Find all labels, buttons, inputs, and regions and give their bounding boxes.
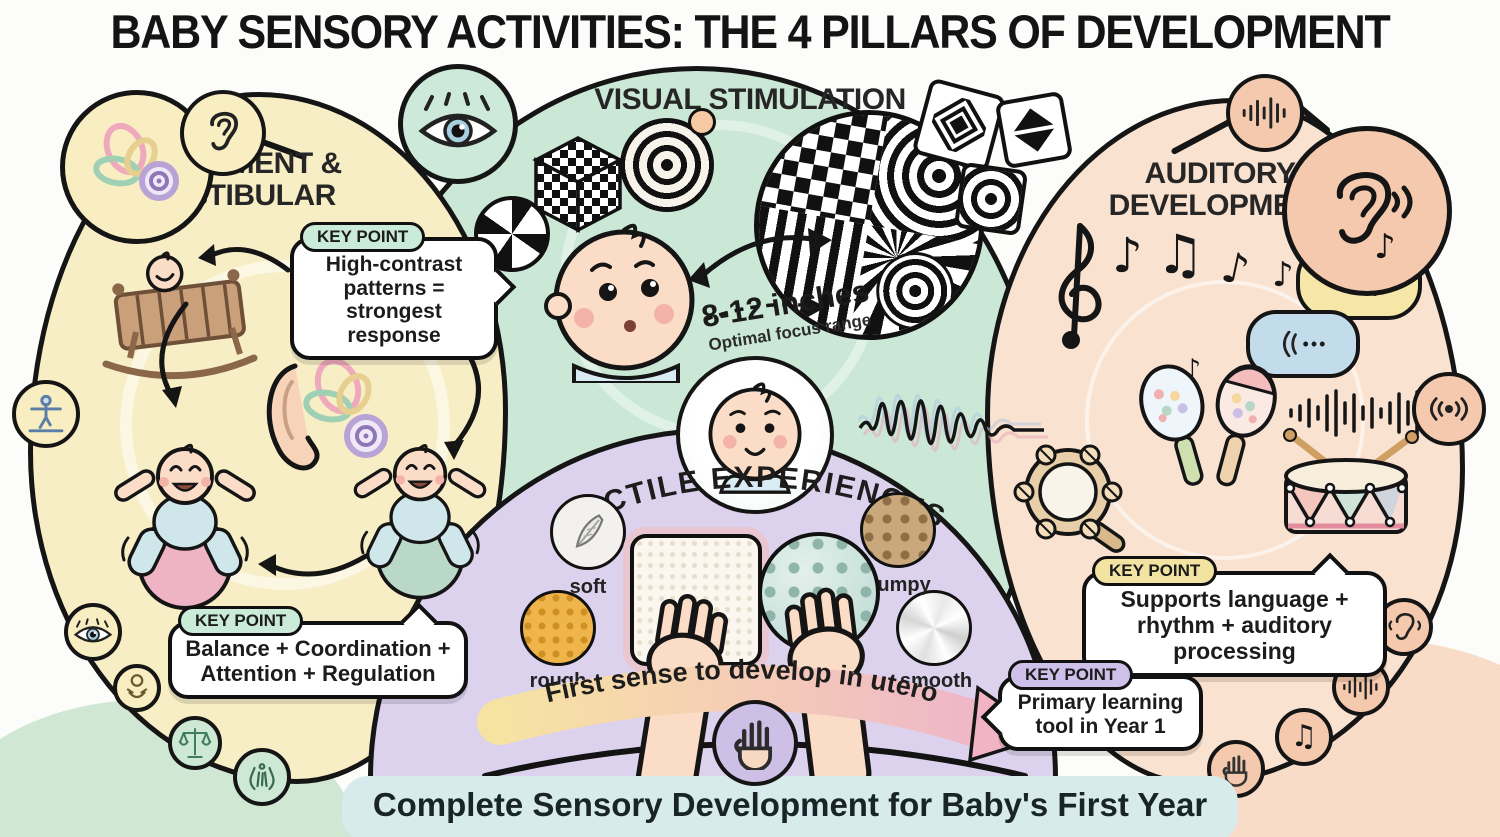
music-note-badge: ♫ bbox=[1275, 708, 1333, 766]
focus-double-arrow bbox=[688, 228, 832, 322]
pattern-card-diamond bbox=[911, 77, 1007, 173]
svg-text:♪: ♪ bbox=[1374, 227, 1396, 266]
balance-beam-badge bbox=[12, 380, 80, 448]
music-note: ♪ bbox=[1272, 255, 1294, 295]
center-baby-circle bbox=[676, 356, 834, 514]
pattern-card-rings bbox=[953, 161, 1029, 237]
center-baby-face bbox=[708, 382, 802, 494]
inner-ear-icon bbox=[93, 123, 179, 201]
waveform-icon bbox=[1343, 674, 1378, 700]
rough-texture-circle bbox=[520, 590, 596, 666]
tactile-key-point-badge: KEY POINT bbox=[1008, 660, 1134, 690]
rattle-knob bbox=[688, 108, 716, 136]
ear-music-icon: ♪ bbox=[1336, 172, 1413, 266]
scales-badge bbox=[168, 716, 222, 770]
hands-icon bbox=[249, 763, 275, 791]
ear-icon bbox=[210, 112, 238, 151]
checkered-cube-icon bbox=[532, 136, 624, 233]
pattern-card-triangles bbox=[994, 90, 1074, 170]
texture-label-soft: soft bbox=[569, 576, 607, 598]
music-note: ♫ bbox=[1290, 719, 1318, 754]
hand-icon bbox=[1222, 755, 1248, 787]
baby-icon bbox=[126, 674, 148, 699]
smooth-texture-circle bbox=[896, 590, 972, 666]
movement-key-point: KEY POINT Balance + Coordination + Atten… bbox=[168, 602, 468, 700]
waveform-badge-top bbox=[1226, 74, 1304, 152]
curved-arrow-bottom bbox=[258, 553, 369, 577]
eye-icon bbox=[418, 92, 498, 148]
texture-label-bumpy: bumpy bbox=[865, 574, 931, 596]
ear-badge-movement bbox=[180, 90, 266, 176]
visual-key-point-badge: KEY POINT bbox=[300, 222, 426, 252]
ear-badge-auditory: ♪ bbox=[1282, 126, 1452, 296]
sound-wave-squiggle bbox=[858, 393, 1048, 452]
auditory-key-point: KEY POINT Supports language + rhythm + a… bbox=[1082, 552, 1387, 678]
auditory-key-point-text: Supports language + rhythm + auditory pr… bbox=[1082, 571, 1387, 678]
waveform-icon bbox=[1242, 97, 1286, 129]
balance-person-icon bbox=[28, 394, 64, 433]
eye-badge-movement bbox=[64, 603, 122, 661]
eye-badge-visual bbox=[398, 64, 518, 184]
music-note: ♫ bbox=[1156, 223, 1205, 286]
page-title: BABY SENSORY ACTIVITIES: THE 4 PILLARS O… bbox=[110, 6, 1390, 59]
visual-key-point: KEY POINT High-contrast patterns = stron… bbox=[290, 222, 517, 361]
hand-badge-bottom bbox=[712, 700, 798, 786]
tactile-key-point: KEY POINT Primary learning tool in Year … bbox=[980, 660, 1203, 752]
baby-badge-movement bbox=[113, 664, 161, 712]
eye-icon bbox=[73, 618, 113, 643]
tambourine-illustration bbox=[1013, 444, 1126, 553]
auditory-key-point-badge: KEY POINT bbox=[1092, 556, 1218, 586]
vestibular-ear-illustration bbox=[266, 357, 388, 471]
speech-dots: ••• bbox=[1302, 333, 1328, 354]
feather-icon bbox=[575, 514, 604, 548]
speaker-icon bbox=[1430, 397, 1468, 421]
curved-arrow-top bbox=[198, 244, 291, 273]
drum-illustration bbox=[1283, 428, 1419, 534]
soft-texture-circle bbox=[550, 494, 626, 570]
visual-key-point-text: High-contrast patterns = strongest respo… bbox=[290, 237, 498, 361]
music-note: ♪ bbox=[1112, 228, 1143, 284]
hands-badge bbox=[233, 748, 291, 806]
baby-on-pink-ball-illustration bbox=[114, 443, 256, 610]
movement-key-point-badge: KEY POINT bbox=[178, 606, 304, 636]
curved-arrow-left bbox=[159, 301, 189, 408]
speech-bubble-blue: ••• bbox=[1246, 310, 1360, 378]
hand-icon bbox=[734, 720, 773, 770]
scales-icon bbox=[178, 728, 212, 758]
treble-clef-icon bbox=[1058, 223, 1102, 349]
bumpy-texture-circle bbox=[860, 492, 936, 568]
sound-arcs-icon bbox=[1282, 331, 1297, 357]
speaker-badge bbox=[1412, 372, 1486, 446]
visual-baby-face bbox=[544, 223, 695, 383]
ear-icon bbox=[1388, 613, 1422, 640]
footer-banner: Complete Sensory Development for Baby's … bbox=[342, 776, 1238, 837]
maracas-illustration bbox=[1139, 364, 1277, 487]
footer-banner-text: Complete Sensory Development for Baby's … bbox=[372, 786, 1208, 823]
